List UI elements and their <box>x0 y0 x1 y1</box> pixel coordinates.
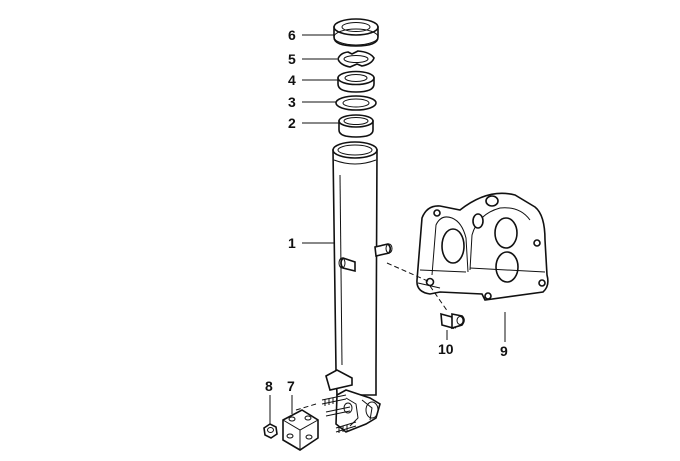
part-3-washer <box>335 95 377 111</box>
part-5-circlip <box>337 50 375 68</box>
callout-2: 2 <box>288 115 296 131</box>
callout-3: 3 <box>288 94 296 110</box>
part-9-bracket <box>386 192 549 313</box>
part-1-fork-tube <box>325 141 393 433</box>
part-7-axle-clamp <box>282 409 319 451</box>
part-8-nut <box>263 423 278 439</box>
part-4-seal <box>337 70 375 93</box>
part-6-dust-cap <box>333 18 379 47</box>
callout-7: 7 <box>287 378 295 394</box>
callout-5: 5 <box>288 51 296 67</box>
callout-6: 6 <box>288 27 296 43</box>
callout-9: 9 <box>500 343 508 359</box>
callout-4: 4 <box>288 72 296 88</box>
callout-1: 1 <box>288 235 296 251</box>
callout-8: 8 <box>265 378 273 394</box>
part-10-bolt <box>440 312 465 330</box>
callout-10: 10 <box>438 341 454 357</box>
callout-labels: 6 5 4 3 2 1 9 10 8 7 <box>265 27 508 394</box>
part-2-bushing <box>338 114 374 138</box>
leader-lines <box>269 34 506 424</box>
